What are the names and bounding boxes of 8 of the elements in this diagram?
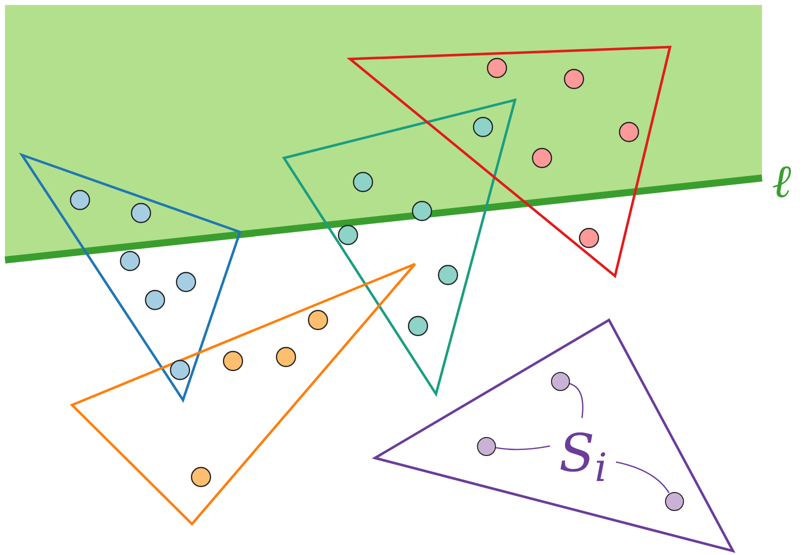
leader-line: [495, 445, 550, 450]
point-marker: [476, 436, 496, 456]
line-label: ℓ: [772, 158, 792, 204]
leader-line: [616, 461, 670, 494]
set-label: S$_{i}$: [558, 428, 608, 480]
leader-line: [568, 382, 584, 418]
point-marker: [550, 372, 570, 390]
point-marker: [664, 492, 684, 510]
